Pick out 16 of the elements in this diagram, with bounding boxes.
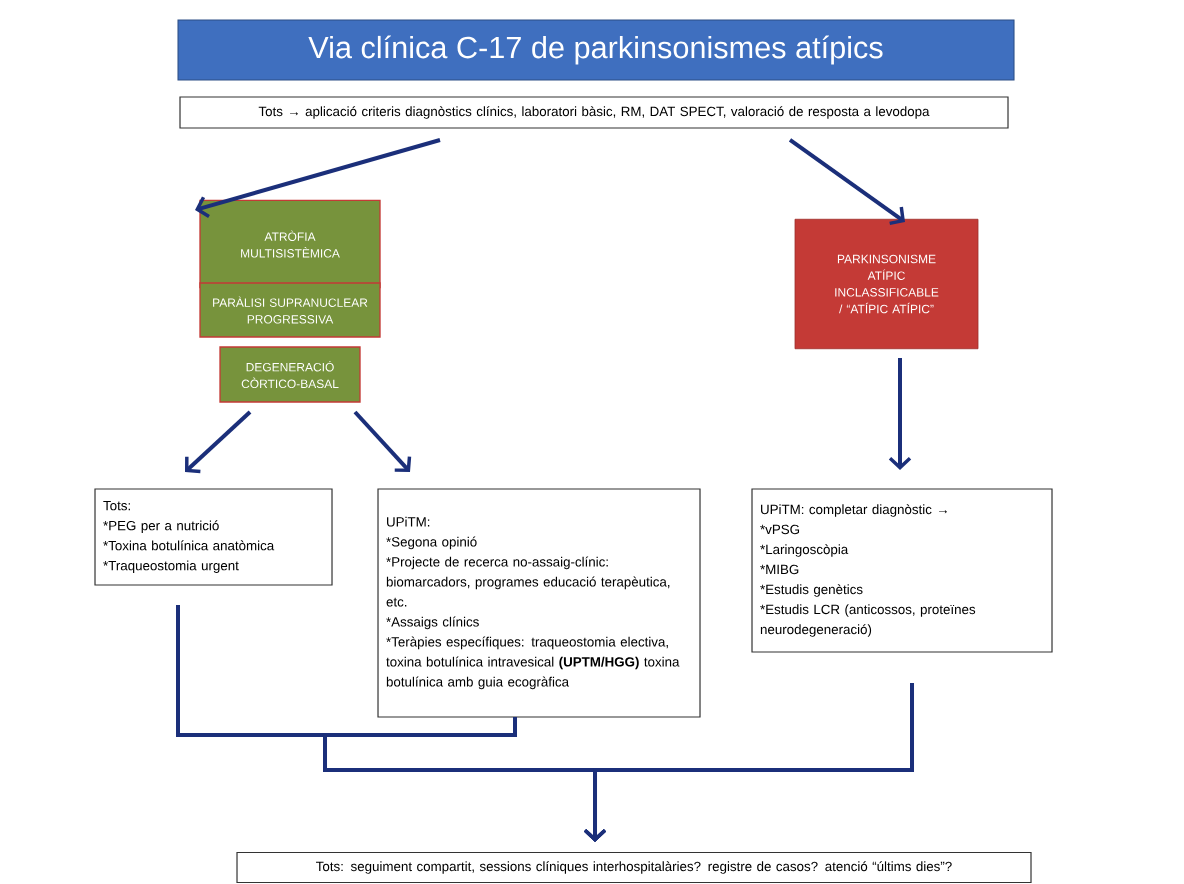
arrow	[788, 138, 906, 226]
text-box: UPiTM: *Segona opinió *Projecte de recerca no-assaig-clínic: biomarcadors, programes educació terapèutica, etc. *Assaigs clínics *Teràpies específiques: traqueostomia electiva, toxina botulínica intravesical (UPTM/HGG) toxina botulínica amb guia ecogràfica	[377, 488, 701, 718]
text-box: UPiTM: completar diagnòstic → *vPSG *Laringoscòpia *MIBG *Estudis genètics *Estudis LCR (anticossos, proteïnes neurodegeneració)	[751, 488, 1053, 653]
arrow	[583, 683, 914, 842]
arrow	[888, 358, 912, 470]
diagnosis-box: PARKINSONISME ATÍPIC INCLASSIFICABLE / “ATÍPIC ATÍPIC”	[794, 218, 979, 350]
diagnosis-box: ATRÒFIA MULTISISTÈMICA	[199, 199, 381, 289]
text-box: Tots: *PEG per a nutrició *Toxina botulínica anatòmica *Traqueostomia urgent	[94, 488, 333, 586]
diagnosis-box: DEGENERACIÓ CÒRTICO-BASAL	[219, 346, 361, 403]
arrow	[195, 138, 441, 218]
diagnosis-box: PARÀLISI SUPRANUCLEAR PROGRESSIVA	[199, 282, 381, 338]
arrow	[353, 410, 412, 472]
title-banner: Via clínica C-17 de parkinsonismes atípics	[177, 19, 1015, 81]
arrow	[185, 410, 252, 474]
text-box: Tots: seguiment compartit, sessions clíniques interhospitalàries? registre de casos? atenció “últims dies”?	[236, 851, 1032, 884]
text-box: Tots → aplicació criteris diagnòstics clínics, laboratori bàsic, RM, DAT SPECT, valoració de resposta a levodopa	[179, 96, 1009, 129]
